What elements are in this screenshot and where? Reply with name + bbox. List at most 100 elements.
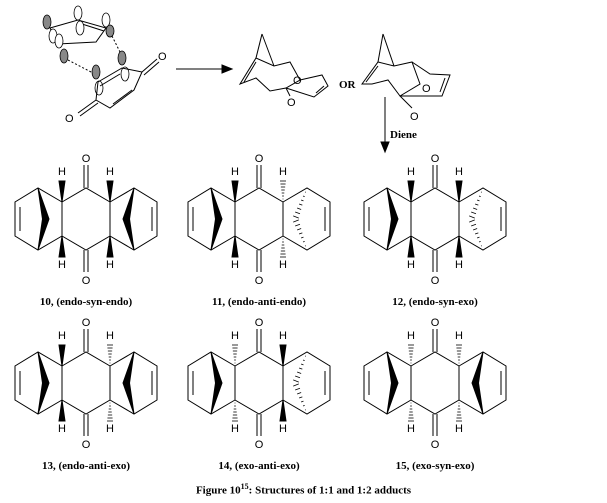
or-label: OR <box>339 79 357 91</box>
compound-label: 15, (exo-syn-exo) <box>396 460 475 472</box>
atom-hydrogen: H <box>58 259 66 271</box>
right-hydrogen-wedge <box>106 180 114 203</box>
atom-oxygen: O <box>255 317 264 329</box>
central-ring <box>410 187 460 251</box>
left-ring <box>363 351 412 415</box>
right-bridge-hash <box>469 219 482 247</box>
right-hydrogen-hash <box>280 180 286 200</box>
right-hydrogen-hash <box>280 238 286 258</box>
left-hydrogen-hash <box>408 402 414 422</box>
right-ring <box>282 187 331 251</box>
right-bridge-hash <box>469 191 482 219</box>
intermediate-8: O O 8 <box>238 33 329 109</box>
left-hydrogen-wedge <box>231 235 239 258</box>
atom-oxygen: O <box>431 317 440 329</box>
bond-forming-dash <box>67 59 94 74</box>
atom-hydrogen: H <box>455 330 463 342</box>
central-ring <box>61 187 111 251</box>
left-hydrogen-wedge <box>407 180 415 203</box>
compound-label: 12, (endo-syn-exo) <box>392 296 478 308</box>
left-bridge-wedge <box>37 187 50 251</box>
atom-oxygen: O <box>82 275 91 287</box>
left-hydrogen-hash <box>232 344 238 364</box>
right-ring <box>282 351 331 415</box>
central-ring <box>234 351 284 415</box>
diene-label: Diene <box>390 129 417 141</box>
atom-oxygen: O <box>431 275 440 287</box>
left-hydrogen-wedge <box>58 180 66 203</box>
compound-number-9: 9 <box>374 107 380 119</box>
atom-oxygen: O <box>82 317 91 329</box>
atom-oxygen: O <box>82 439 91 451</box>
atom-hydrogen: H <box>407 259 415 271</box>
atom-oxygen: O <box>255 439 264 451</box>
right-hydrogen-wedge <box>279 399 287 422</box>
compound-label: 11, (endo-anti-endo) <box>212 296 306 308</box>
adduct-15: O O H H H H 15, (exo-syn-exo) <box>363 317 507 472</box>
left-ring <box>363 187 412 251</box>
atom-hydrogen: H <box>58 330 66 342</box>
atom-oxygen: O <box>255 275 264 287</box>
atom-oxygen: O <box>158 51 167 63</box>
atom-hydrogen: H <box>407 166 415 178</box>
atom-oxygen: O <box>422 83 431 95</box>
left-bridge-wedge <box>37 351 50 415</box>
right-hydrogen-wedge <box>455 180 463 203</box>
right-bridge-hash <box>293 191 306 219</box>
compound-label: 10, (endo-syn-endo) <box>40 296 133 308</box>
atom-oxygen: O <box>431 439 440 451</box>
left-ring <box>14 187 63 251</box>
right-ring <box>109 187 158 251</box>
atom-hydrogen: H <box>106 166 114 178</box>
central-ring <box>410 351 460 415</box>
intermediate-9: O O 9 <box>361 33 451 123</box>
atom-hydrogen: H <box>58 423 66 435</box>
atom-oxygen: O <box>287 97 296 109</box>
atom-oxygen: O <box>82 153 91 165</box>
right-ring <box>458 351 507 415</box>
atom-hydrogen: H <box>231 423 239 435</box>
atom-hydrogen: H <box>279 423 287 435</box>
atom-oxygen: O <box>410 111 419 123</box>
atom-hydrogen: H <box>231 330 239 342</box>
transition-state: O O <box>42 5 167 125</box>
left-bridge-wedge <box>210 351 223 415</box>
compound-label: 13, (endo-anti-exo) <box>42 460 130 472</box>
central-ring <box>234 187 284 251</box>
atom-hydrogen: H <box>231 259 239 271</box>
left-hydrogen-wedge <box>407 235 415 258</box>
right-hydrogen-hash <box>107 344 113 364</box>
diene-arrow <box>380 97 390 154</box>
orbital-lobes <box>42 5 130 96</box>
atom-hydrogen: H <box>106 259 114 271</box>
figure-caption: Figure 1015: Structures of 1:1 and 1:2 a… <box>0 482 607 497</box>
atom-hydrogen: H <box>106 330 114 342</box>
left-ring <box>14 351 63 415</box>
right-hydrogen-wedge <box>455 235 463 258</box>
right-bridge-hash <box>293 219 306 247</box>
left-hydrogen-wedge <box>58 399 66 422</box>
atom-hydrogen: H <box>407 423 415 435</box>
right-hydrogen-hash <box>456 344 462 364</box>
atom-hydrogen: H <box>279 259 287 271</box>
atom-hydrogen: H <box>106 423 114 435</box>
adduct-13: O O H H H H 13, (endo-anti-exo) <box>14 317 158 472</box>
right-hydrogen-wedge <box>106 235 114 258</box>
left-hydrogen-wedge <box>58 344 66 367</box>
atom-hydrogen: H <box>279 330 287 342</box>
atom-oxygen: O <box>293 75 302 87</box>
right-bridge-wedge <box>122 351 135 415</box>
left-bridge-wedge <box>386 187 399 251</box>
left-bridge-wedge <box>386 351 399 415</box>
atom-hydrogen: H <box>407 330 415 342</box>
right-hydrogen-hash <box>456 402 462 422</box>
right-bridge-wedge <box>122 187 135 251</box>
atom-hydrogen: H <box>455 423 463 435</box>
atom-oxygen: O <box>65 113 74 125</box>
caption-text: : Structures of 1:1 and 1:2 adducts <box>248 484 412 497</box>
right-bridge-hash <box>293 355 306 383</box>
